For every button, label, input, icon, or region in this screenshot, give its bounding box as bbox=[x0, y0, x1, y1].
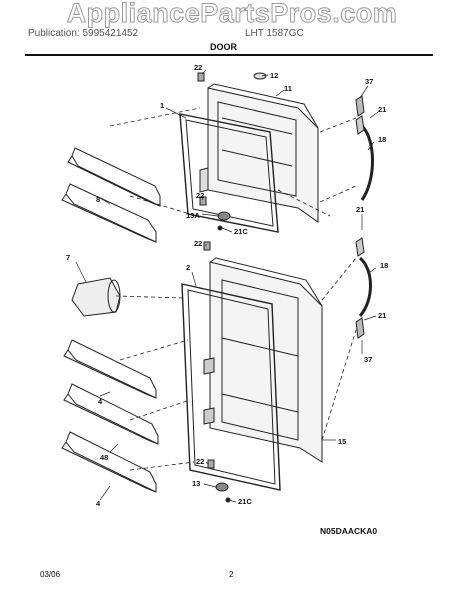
callout-leaders bbox=[75, 69, 379, 503]
callout-8: 8 bbox=[96, 195, 100, 204]
callout-12: 12 bbox=[270, 71, 278, 80]
upper-hinge-pin bbox=[197, 72, 205, 82]
freezer-door-panel bbox=[199, 83, 319, 223]
callout-22-lower: 22 bbox=[194, 239, 202, 248]
fresh-food-door-gasket bbox=[181, 283, 281, 491]
callout-22: 22 bbox=[194, 63, 202, 72]
freezer-door-gasket bbox=[179, 113, 279, 233]
screw-21c bbox=[217, 225, 223, 231]
fresh-food-door-panel bbox=[203, 257, 323, 463]
plug-button bbox=[253, 72, 267, 80]
callout-21-lower: 21 bbox=[378, 311, 386, 320]
callout-2: 2 bbox=[186, 263, 190, 272]
callout-4: 4 bbox=[98, 397, 103, 406]
footer-page-number: 2 bbox=[229, 570, 234, 579]
door-stop bbox=[217, 211, 231, 221]
callout-15: 15 bbox=[338, 437, 346, 446]
callout-18-lower: 18 bbox=[380, 261, 388, 270]
freezer-shelves bbox=[61, 147, 161, 243]
title-rule bbox=[25, 54, 433, 56]
upper-handle bbox=[355, 95, 374, 201]
publication-number: Publication: 5995421452 bbox=[28, 28, 139, 39]
callout-22-mid: 22 bbox=[196, 191, 204, 200]
callout-48: 48 bbox=[100, 453, 108, 462]
upper-hinge-parts bbox=[197, 72, 267, 231]
footer-date: 03/06 bbox=[40, 570, 61, 579]
lower-handle bbox=[355, 237, 372, 339]
callout-37-lower: 37 bbox=[364, 355, 372, 364]
hinge-pin-middle bbox=[199, 196, 207, 206]
callout-7: 7 bbox=[66, 253, 70, 262]
diagram-code: N05DAACKA0 bbox=[320, 526, 378, 536]
lower-hinge-pin bbox=[203, 241, 211, 251]
callout-21c-bottom: 21C bbox=[238, 497, 252, 506]
callout-37: 37 bbox=[365, 77, 373, 86]
page-title: DOOR bbox=[210, 42, 237, 52]
leader-lines-lower bbox=[115, 257, 357, 471]
bottom-hinge-pin bbox=[207, 459, 215, 469]
callout-4-bottom: 4 bbox=[96, 499, 101, 508]
dairy-bin bbox=[71, 277, 121, 317]
callout-13: 13 bbox=[192, 479, 200, 488]
watermark: AppliancePartsPros.com bbox=[66, 0, 398, 29]
callout-22-bottom: 22 bbox=[196, 457, 204, 466]
callout-18: 18 bbox=[378, 135, 386, 144]
fresh-food-shelves bbox=[61, 339, 159, 493]
callout-13a: 13A bbox=[186, 211, 200, 220]
callout-21: 21 bbox=[378, 105, 386, 114]
model-number: LHT 1587GC bbox=[245, 28, 304, 39]
callout-21-mid: 21 bbox=[356, 205, 364, 214]
callout-11: 11 bbox=[284, 84, 292, 93]
callout-1: 1 bbox=[160, 101, 164, 110]
leader-lines-upper bbox=[109, 107, 357, 217]
callout-21c: 21C bbox=[234, 227, 248, 236]
bottom-door-stop bbox=[215, 482, 229, 492]
